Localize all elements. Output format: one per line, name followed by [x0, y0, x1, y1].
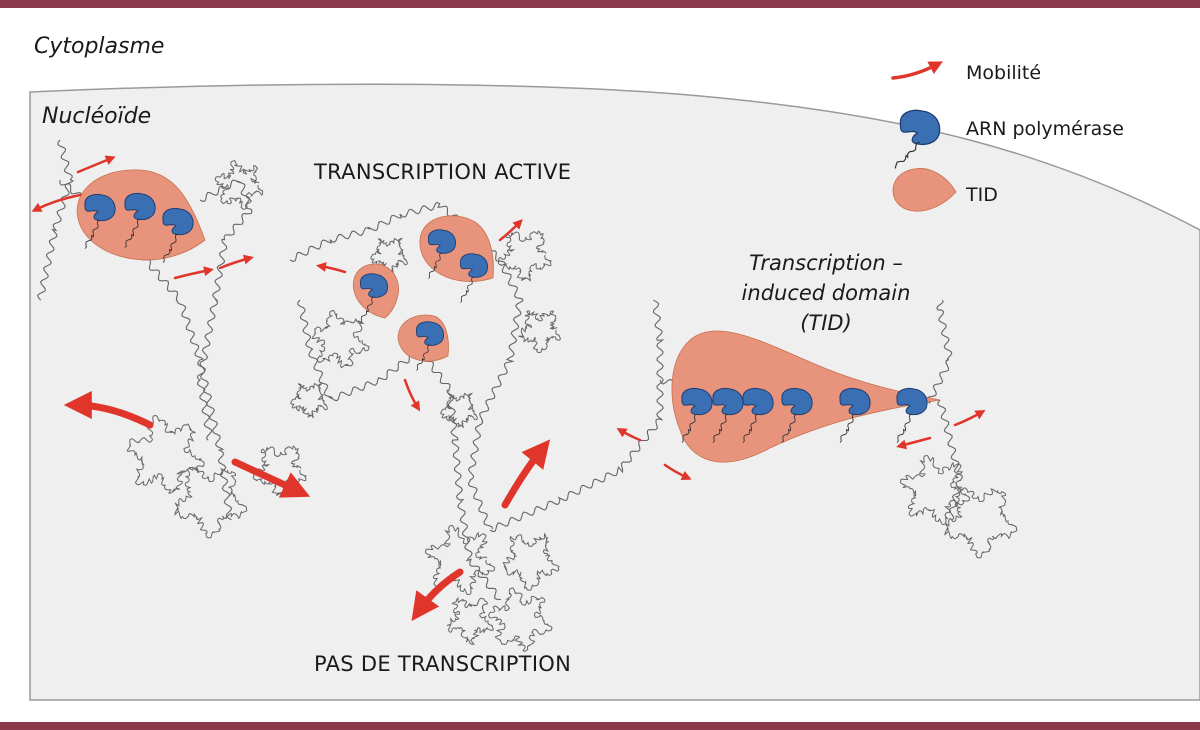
mobility-arrow-icon [173, 266, 214, 280]
dna-coil [214, 160, 264, 210]
dna-strand-center [289, 201, 524, 530]
dna-coil [518, 310, 561, 354]
rna-polymerase-icon [162, 207, 194, 263]
rna-polymerase-icon [84, 193, 116, 249]
tid-description: Transcription – induced domain (TID) [716, 248, 936, 338]
legend-rna-polymerase-icon [894, 109, 941, 169]
dna-coil [174, 467, 248, 539]
dna-coil [440, 392, 478, 429]
mobility-arrow-icon [316, 262, 347, 274]
dna-coil [126, 414, 205, 494]
nucleoid-region [29, 83, 1200, 701]
dna-coil [899, 454, 971, 526]
rna-polymerases [84, 192, 928, 443]
bottom-border [0, 722, 1200, 730]
dna-strand-left-upper [37, 139, 75, 301]
rna-polymerase-icon [124, 192, 156, 248]
mobility-arrow-icon [63, 391, 154, 429]
rna-polymerase-icon [896, 387, 928, 443]
mobility-arrow-icon [663, 463, 692, 481]
mobility-arrow-icon [76, 155, 116, 174]
tid-label-line2: induced domain [741, 281, 911, 305]
mobility-arrow-icon [231, 458, 311, 498]
mobility-arrow-icon [218, 254, 254, 270]
legend-polymerase-label: ARN polymérase [966, 118, 1124, 140]
legend [891, 61, 957, 212]
rna-polymerase-icon [742, 387, 774, 443]
mobility-arrow-icon [501, 439, 551, 509]
dna-coil [944, 487, 1018, 559]
rna-polymerase-icon [359, 273, 389, 323]
legend-tid-label: TID [966, 184, 998, 206]
dna-coil [424, 524, 496, 596]
dna-coil [446, 597, 494, 645]
dna-strand-left-loop [196, 179, 253, 441]
active-transcription-label: TRANSCRIPTION ACTIVE [314, 160, 572, 184]
mobility-arrows [31, 155, 986, 622]
legend-mobility-label: Mobilité [966, 62, 1042, 84]
mobility-arrow-icon [953, 410, 986, 427]
dna-coil [311, 309, 370, 369]
dna-strand-connector [489, 299, 665, 533]
legend-tid-droplet-icon [892, 168, 957, 212]
tid-label-line1: Transcription – [749, 251, 903, 275]
no-transcription-label: PAS DE TRANSCRIPTION [314, 652, 572, 676]
dna-coil [370, 237, 408, 274]
rna-polymerase-icon [839, 387, 871, 443]
dna-strand-right-lower [937, 399, 963, 521]
nucleoid-label: Nucléoïde [42, 104, 152, 129]
dna-coil [290, 382, 328, 419]
mobility-arrow-icon [498, 219, 523, 242]
rna-polymerase-icon [781, 387, 813, 443]
rna-polymerase-icon [459, 253, 489, 303]
rna-polymerase-icon [681, 387, 713, 443]
rna-polymerase-icon [712, 387, 744, 443]
rna-polymerase-icon [427, 229, 457, 279]
mobility-arrow-icon [411, 568, 464, 622]
legend-mobility-arrow-icon [891, 61, 943, 80]
tid-label-line3: (TID) [800, 311, 852, 335]
top-border [0, 0, 1200, 8]
cytoplasm-label: Cytoplasme [34, 34, 165, 59]
dna-coil [497, 230, 553, 282]
mobility-arrow-icon [896, 436, 932, 450]
dna-coil [502, 532, 560, 591]
mobility-arrow-icon [616, 427, 642, 442]
dna-strand-center-2 [297, 299, 501, 600]
rna-polymerase-icon [415, 321, 445, 371]
mobility-arrow-icon [403, 378, 421, 412]
mobility-arrow-icon [31, 193, 82, 212]
dna-coil [488, 587, 553, 652]
